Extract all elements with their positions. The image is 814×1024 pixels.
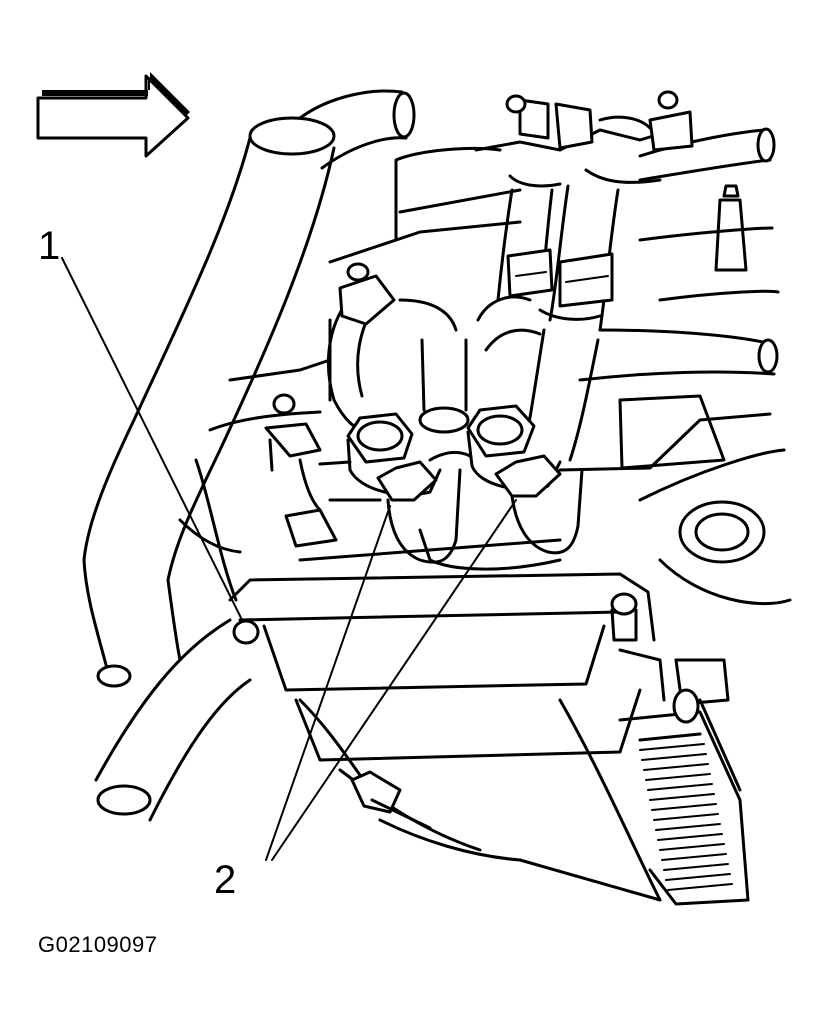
hose-bracket bbox=[264, 393, 382, 548]
fuel-line-fittings bbox=[474, 90, 694, 188]
banjo-bolt-left bbox=[346, 412, 472, 564]
callout-2-leader-left bbox=[265, 505, 391, 861]
ribbed-connector bbox=[618, 658, 750, 906]
fuel-rail-hoses bbox=[327, 262, 542, 434]
figure-code: G02109097 bbox=[38, 932, 158, 957]
lower-left-hose bbox=[94, 458, 252, 822]
diagonal-hose bbox=[82, 116, 336, 688]
right-arrow-icon bbox=[36, 72, 190, 158]
engine-block-outline bbox=[208, 127, 792, 606]
fuel-pipe-end bbox=[232, 619, 260, 645]
fuel-lines bbox=[496, 184, 620, 462]
fuel-rail-housing bbox=[228, 528, 666, 902]
callout-1-label: 1 bbox=[38, 224, 61, 268]
callout-1-leader bbox=[61, 257, 251, 637]
callout-2-label: 2 bbox=[214, 858, 237, 902]
banjo-bolt-right bbox=[466, 404, 584, 555]
callout-2-leader-right bbox=[271, 499, 517, 861]
lower-clip bbox=[350, 770, 432, 830]
